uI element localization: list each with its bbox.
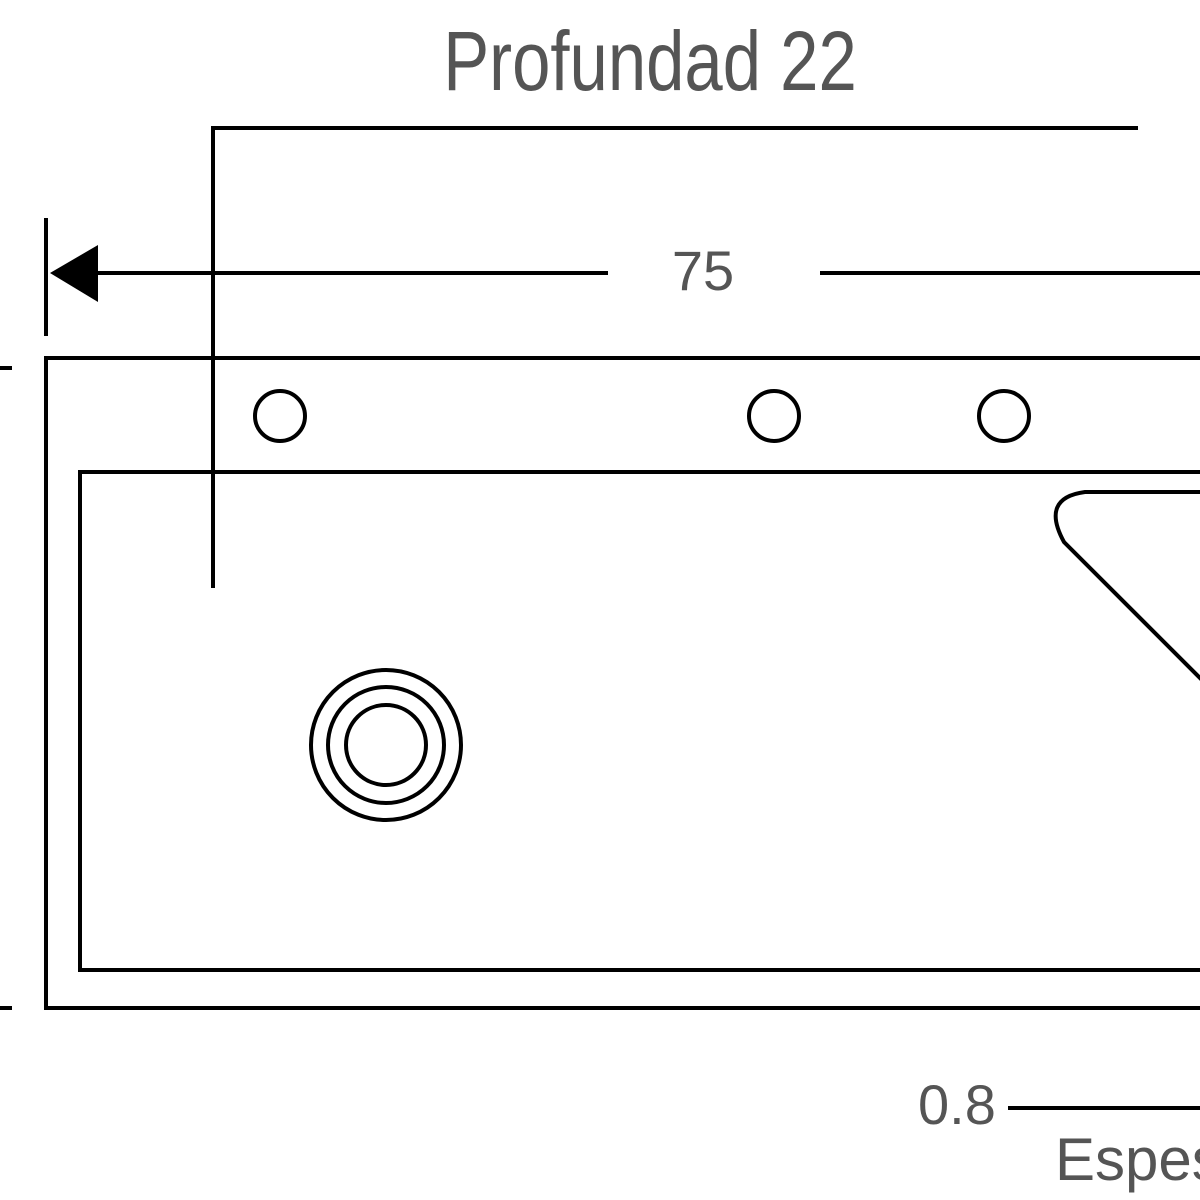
faucet-hole-icon [977, 389, 1031, 443]
thickness-value: 0.8 [918, 1073, 996, 1136]
depth-title: Profundad 22 [443, 15, 857, 109]
drain-middle-ring [326, 685, 446, 805]
faucet-hole-icon [747, 389, 801, 443]
width-label: 75 [672, 239, 734, 302]
drain-inner-ring [344, 703, 428, 787]
depth-bracket [211, 126, 1138, 588]
thickness-label: Espesor [1055, 1126, 1200, 1193]
faucet-hole-icon [253, 389, 307, 443]
arrow-left-icon [50, 245, 98, 302]
sink-basin-outline [78, 470, 1200, 972]
sink-outer-outline [44, 356, 1200, 1010]
drain-outer-ring [309, 668, 463, 822]
drainboard-outline [1053, 490, 1200, 681]
